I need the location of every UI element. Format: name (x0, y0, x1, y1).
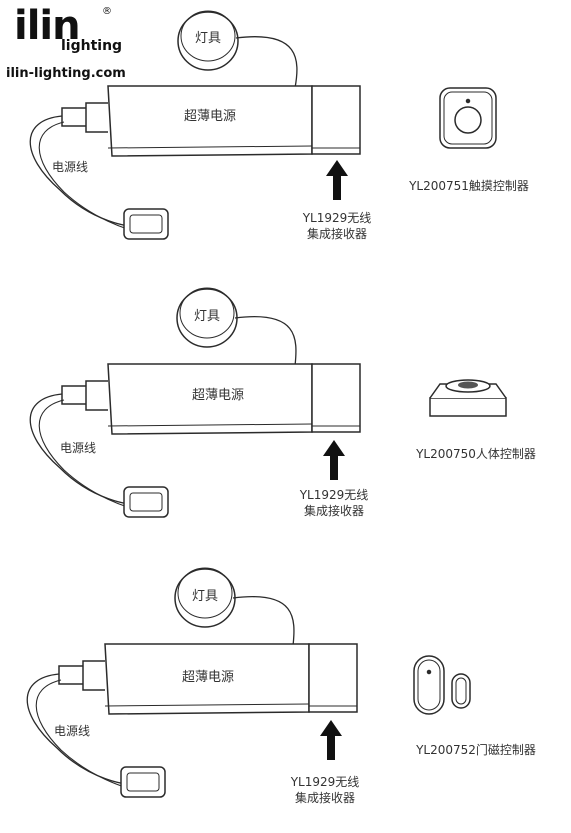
receiver-label-line2: 集成接收器 (295, 790, 355, 805)
signal-arrow (323, 440, 345, 480)
receiver-label-line2: 集成接收器 (307, 226, 367, 241)
panel-motion: 灯具 超薄电源 电源线 YL1929无线 集成接收器 YL200750人体控制器 (29, 287, 536, 518)
lamp-icon (174, 567, 236, 628)
brand-logo: ilin lighting ® (14, 3, 122, 62)
logo-subtext: lighting (61, 38, 123, 54)
power-supply-label: 超薄电源 (184, 109, 236, 124)
logo-mark: ilin (14, 3, 81, 49)
panel-touch: 灯具 超薄电源 电源线 YL1929无线 集成接收器 (29, 10, 529, 241)
lamp-cable (232, 596, 295, 647)
power-supply-icon (61, 85, 361, 157)
power-cable-label: 电源线 (54, 724, 90, 738)
plug-head-icon (123, 208, 169, 240)
lamp-label: 灯具 (194, 309, 220, 324)
power-supply-icon (61, 363, 361, 435)
plug-head-icon (123, 486, 169, 518)
website-url: ilin-lighting.com (6, 66, 126, 81)
receiver-label-line1: YL1929无线 (299, 488, 369, 502)
lamp-label: 灯具 (195, 31, 221, 46)
lamp-cable (234, 316, 297, 367)
power-supply-label: 超薄电源 (192, 388, 244, 403)
controller-label: YL200750人体控制器 (415, 447, 536, 461)
signal-arrow (320, 720, 342, 760)
power-cable-label: 电源线 (52, 160, 88, 174)
receiver-label-line1: YL1929无线 (302, 211, 372, 225)
door-sensor-icon (413, 655, 471, 715)
touch-controller-icon (439, 87, 497, 149)
lamp-icon (176, 287, 238, 348)
receiver-label-line2: 集成接收器 (304, 503, 364, 518)
signal-arrow (326, 160, 348, 200)
power-cable-label: 电源线 (60, 441, 96, 455)
lamp-cable (235, 36, 298, 89)
receiver-label-line1: YL1929无线 (290, 775, 360, 789)
panel-door: 灯具 超薄电源 电源线 YL1929无线 集成接收器 YL200752门磁控制 (26, 567, 536, 805)
power-supply-label: 超薄电源 (182, 670, 234, 685)
power-supply-icon (58, 643, 358, 715)
lamp-icon (177, 10, 239, 71)
lamp-label: 灯具 (192, 589, 218, 604)
controller-label: YL200752门磁控制器 (415, 742, 536, 757)
motion-sensor-icon (429, 379, 507, 417)
controller-label: YL200751触摸控制器 (408, 179, 529, 193)
registered-mark: ® (102, 6, 112, 17)
plug-head-icon (120, 766, 166, 798)
